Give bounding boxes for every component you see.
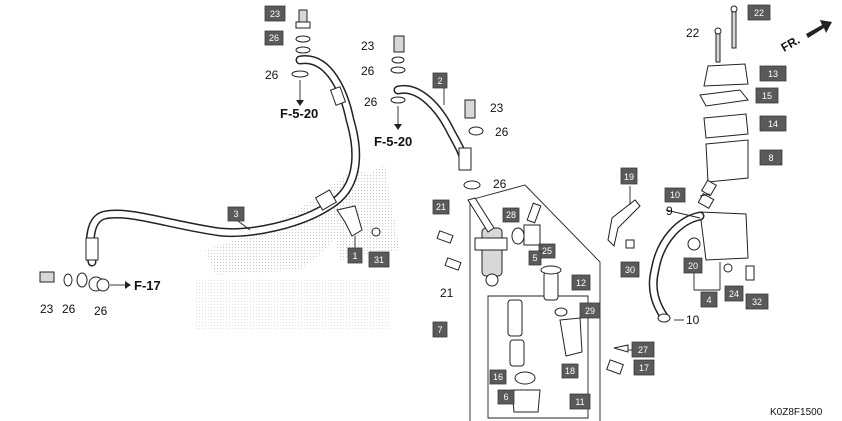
brake-hose-short [393, 84, 472, 171]
diagram-code: K0Z8F1500 [770, 407, 823, 418]
box-32: 32 [745, 293, 769, 310]
ref-f-5-20-b: F-5-20 [374, 134, 412, 149]
svg-text:16: 16 [493, 372, 503, 382]
box-1: 1 [347, 247, 363, 264]
label-23: 23 [40, 302, 54, 316]
label-10: 10 [686, 313, 700, 327]
svg-text:3: 3 [233, 209, 238, 219]
svg-text:11: 11 [575, 397, 584, 407]
hose-clamp [336, 205, 363, 237]
box-23: 23 [264, 5, 286, 22]
svg-text:5: 5 [532, 253, 537, 263]
svg-text:22: 22 [754, 8, 764, 18]
box-19: 19 [620, 167, 638, 185]
svg-text:28: 28 [506, 210, 516, 220]
box-10: 10 [664, 187, 686, 203]
part-boxes: 23 26 3 2 1 31 21 28 25 5 12 29 7 16 6 1… [227, 4, 787, 410]
clamp-bolt [371, 227, 381, 237]
box-12: 12 [571, 274, 591, 291]
reservoir-group [606, 5, 755, 375]
label-23: 23 [361, 39, 375, 53]
label-26: 26 [364, 95, 378, 109]
label-26: 26 [361, 64, 375, 78]
banjo-bolt-23-mid [390, 35, 406, 104]
box-27: 27 [631, 341, 655, 358]
ref-f-5-20-a: F-5-20 [280, 106, 318, 121]
svg-text:12: 12 [576, 278, 586, 288]
box-8: 8 [759, 149, 783, 166]
svg-text:20: 20 [688, 261, 698, 271]
label-26: 26 [94, 304, 108, 318]
box-30: 30 [620, 261, 640, 278]
plain-labels: 26 23 26 26 23 26 26 21 23 26 26 22 10 2… [40, 26, 700, 327]
svg-text:6: 6 [503, 392, 508, 402]
box-9: 9 [666, 204, 673, 218]
svg-text:8: 8 [768, 153, 773, 163]
svg-text:18: 18 [565, 366, 575, 376]
label-21: 21 [440, 286, 454, 300]
label-26: 26 [62, 302, 76, 316]
label-26: 26 [493, 177, 507, 191]
box-28: 28 [502, 207, 520, 223]
box-6: 6 [497, 389, 515, 405]
label-26: 26 [495, 125, 509, 139]
front-direction-label: FR. [779, 33, 803, 55]
box-11: 11 [569, 393, 591, 410]
svg-text:14: 14 [768, 119, 778, 129]
banjo-bolt-23-right [463, 99, 484, 190]
box-7: 7 [432, 321, 448, 338]
box-3: 3 [227, 206, 245, 222]
box-2: 2 [432, 72, 448, 89]
box-13: 13 [759, 65, 787, 82]
svg-text:30: 30 [625, 265, 635, 275]
svg-text:2: 2 [437, 76, 442, 86]
svg-text:25: 25 [542, 246, 552, 256]
svg-text:10: 10 [670, 190, 680, 200]
box-21: 21 [432, 199, 450, 215]
svg-text:27: 27 [638, 345, 648, 355]
svg-text:1: 1 [352, 251, 357, 261]
box-20: 20 [683, 257, 703, 274]
svg-text:23: 23 [270, 9, 280, 19]
svg-text:21: 21 [436, 202, 446, 212]
svg-text:31: 31 [374, 255, 384, 265]
box-18: 18 [561, 363, 579, 379]
label-26: 26 [265, 68, 279, 82]
svg-text:32: 32 [752, 297, 762, 307]
svg-text:29: 29 [585, 306, 595, 316]
box-25: 25 [538, 243, 556, 259]
box-14: 14 [759, 115, 787, 132]
master-cylinder-group [436, 184, 601, 421]
box-4: 4 [700, 291, 718, 308]
box-15: 15 [755, 87, 779, 104]
brake-hose-long [85, 55, 361, 267]
front-direction-arrow: FR. [779, 20, 832, 55]
label-22: 22 [686, 26, 700, 40]
svg-text:4: 4 [706, 295, 711, 305]
svg-text:19: 19 [624, 172, 634, 182]
svg-text:15: 15 [762, 91, 772, 101]
honda-wing-watermark [195, 165, 400, 330]
ref-f-17: F-17 [134, 278, 161, 293]
hose-left-fittings [39, 271, 110, 292]
svg-text:26: 26 [269, 33, 279, 43]
svg-text:9: 9 [666, 204, 673, 218]
box-26: 26 [264, 30, 284, 46]
svg-text:17: 17 [639, 363, 649, 373]
box-22: 22 [747, 4, 771, 21]
box-31: 31 [368, 251, 390, 268]
box-5: 5 [528, 250, 542, 266]
svg-text:7: 7 [437, 325, 442, 335]
svg-text:13: 13 [768, 69, 778, 79]
svg-text:24: 24 [729, 289, 739, 299]
box-17: 17 [633, 359, 655, 376]
box-16: 16 [489, 369, 507, 385]
box-29: 29 [579, 302, 601, 319]
label-23: 23 [490, 101, 504, 115]
box-24: 24 [724, 285, 744, 302]
banjo-bolt-23-top [291, 9, 311, 78]
